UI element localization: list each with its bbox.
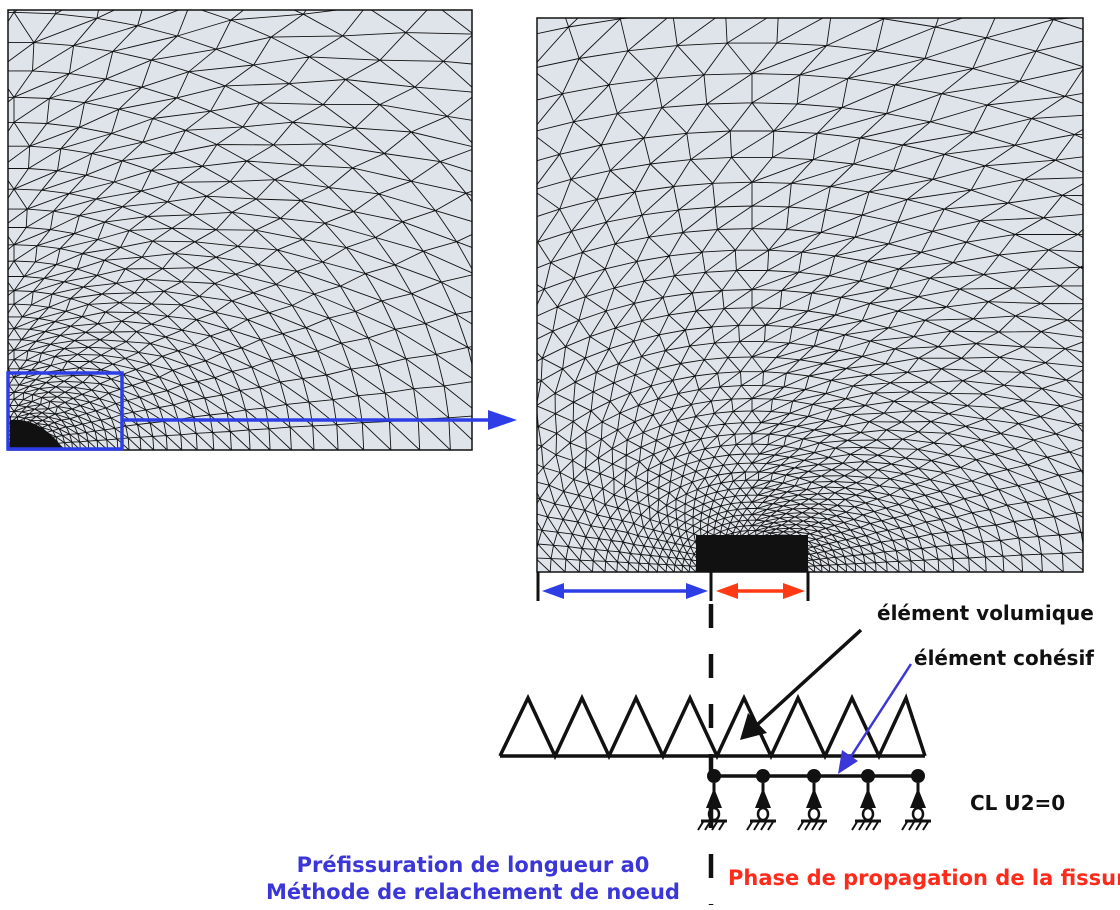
zoom-box-icon bbox=[6, 371, 124, 451]
roller-support-icon bbox=[797, 769, 827, 831]
volumique-pointer-arrow bbox=[740, 628, 863, 740]
label-element-cohesif: élément cohésif bbox=[914, 646, 1095, 670]
right-crack-tip-dense-region bbox=[696, 535, 808, 572]
label-prefissuration-line1: Préfissuration de longueur a0 bbox=[296, 853, 650, 877]
left-crack-tip-dense-region bbox=[10, 419, 62, 448]
propagation-dimension-arrow-icon bbox=[716, 572, 810, 601]
preflaw-dimension-arrow-icon bbox=[536, 572, 713, 601]
label-prefissuration: Préfissuration de longueur a0 Méthode de… bbox=[260, 852, 686, 906]
label-prefissuration-line2: Méthode de relachement de noeud bbox=[266, 880, 680, 904]
global-mesh-panel bbox=[7, 9, 473, 451]
zoom-arrow-head-icon bbox=[488, 410, 517, 430]
cohesive-elements-icon bbox=[697, 769, 931, 831]
label-boundary-condition: CL U2=0 bbox=[970, 791, 1066, 815]
roller-support-icon bbox=[901, 769, 931, 831]
cohesif-pointer-arrow bbox=[838, 663, 913, 774]
triangular-elements-icon bbox=[498, 693, 927, 761]
label-propagation: Phase de propagation de la fissure bbox=[728, 866, 1120, 890]
zoomed-mesh-panel bbox=[536, 17, 1084, 573]
roller-support-icon bbox=[851, 769, 881, 831]
roller-support-icon bbox=[746, 769, 776, 831]
roller-support-icon bbox=[697, 769, 727, 831]
label-element-volumique: élément volumique bbox=[877, 601, 1094, 625]
